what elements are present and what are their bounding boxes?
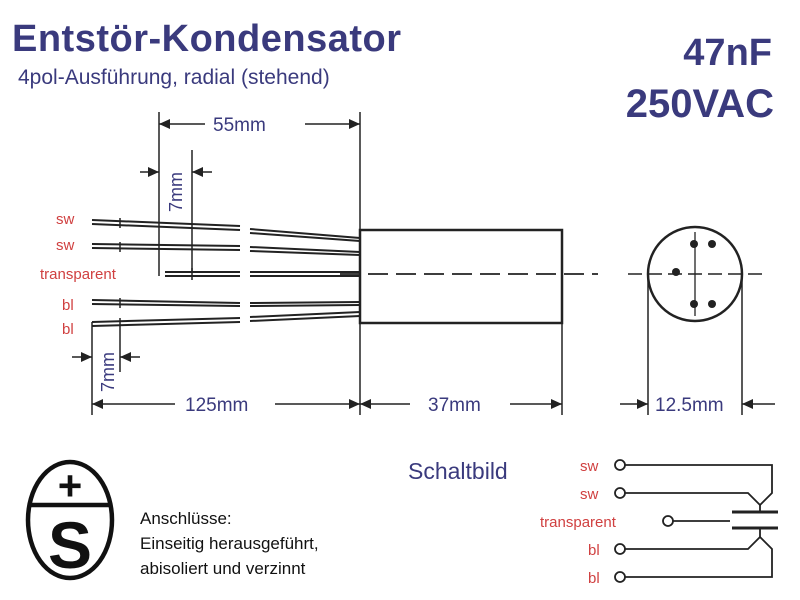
capacitor-body	[358, 228, 564, 325]
dim-body-length: 37mm	[428, 395, 481, 416]
notes-line-2: abisoliert und verzinnt	[140, 559, 306, 578]
capacitance-value: 47nF	[683, 32, 772, 74]
schematic-pin-sw-2: sw	[580, 486, 599, 503]
dim-strip-bottom: 7mm	[98, 352, 118, 392]
schematic-pin-sw-1: sw	[580, 458, 599, 475]
schematic-pin-transparent: transparent	[540, 514, 617, 531]
page-subtitle: 4pol-Ausführung, radial (stehend)	[18, 66, 330, 89]
dim-total-length: 55mm	[213, 115, 266, 136]
dimension-arrows	[81, 119, 753, 409]
dim-strip-top: 7mm	[166, 172, 186, 212]
safety-mark-icon: + S	[25, 459, 115, 582]
dim-lead-length: 125mm	[185, 395, 248, 416]
safety-mark-plus: +	[58, 462, 83, 509]
extension-lines	[91, 112, 743, 415]
strip-markers	[119, 218, 193, 330]
schematic-diagram	[614, 459, 778, 583]
wire-label-bl-1: bl	[62, 297, 74, 314]
dim-diameter: 12.5mm	[655, 395, 724, 416]
connection-notes: Anschlüsse: Einseitig herausgeführt, abi…	[140, 506, 319, 581]
end-view	[628, 225, 768, 323]
dimension-lines	[72, 123, 775, 405]
wire-label-sw-2: sw	[56, 237, 75, 254]
wire-label-sw-1: sw	[56, 211, 75, 228]
page-title: Entstör-Kondensator	[12, 18, 402, 60]
wire-label-bl-2: bl	[62, 321, 74, 338]
wire-label-transparent: transparent	[40, 266, 117, 283]
schematic-pin-bl-2: bl	[588, 570, 600, 587]
schematic-title: Schaltbild	[408, 458, 508, 484]
notes-line-1: Einseitig herausgeführt,	[140, 534, 319, 553]
voltage-rating: 250VAC	[625, 82, 774, 126]
notes-heading: Anschlüsse:	[140, 509, 232, 528]
lead-wires	[91, 219, 361, 327]
schematic-pin-bl-1: bl	[588, 542, 600, 559]
safety-mark-s: S	[48, 508, 92, 582]
